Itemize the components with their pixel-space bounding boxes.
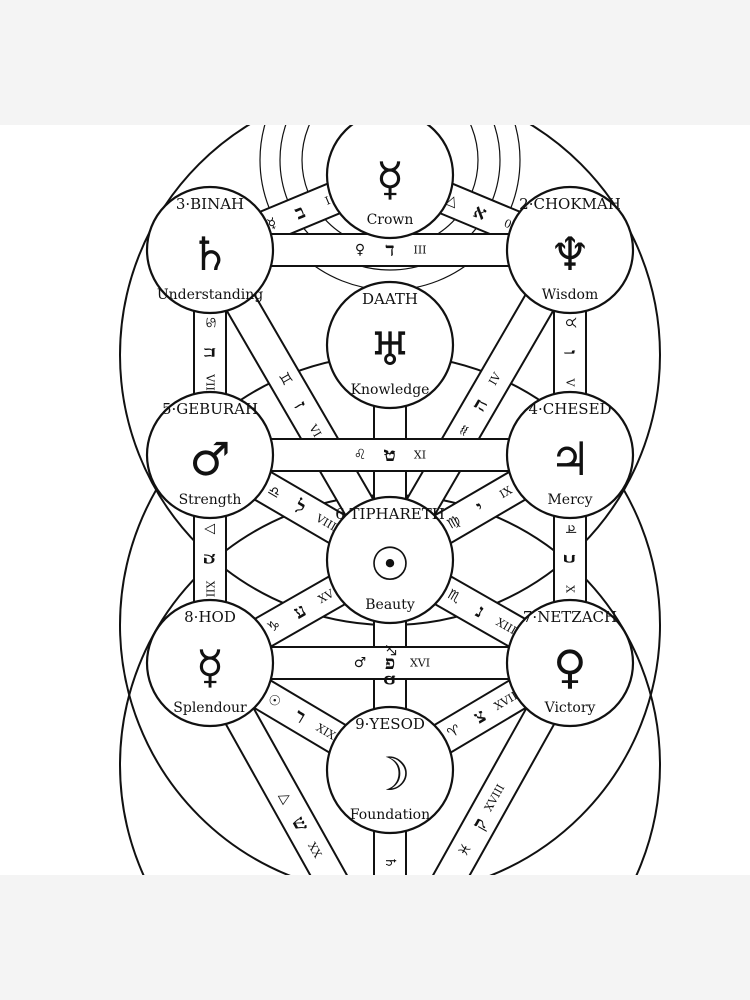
hebrew-letter: ח: [199, 347, 221, 358]
planet-symbol: ♅: [369, 322, 410, 376]
astro-symbol: ♋: [202, 316, 218, 329]
hebrew-letter: ט: [384, 444, 395, 466]
planet-symbol: ☉: [369, 537, 410, 591]
sephirah-title: 7·NETZACH: [523, 608, 617, 626]
hebrew-letter: ו: [559, 350, 581, 355]
sephirah-circle: [505, 185, 635, 315]
astro-symbol: ▽: [202, 524, 218, 535]
sephirah-kether: ☿ Crown: [325, 125, 455, 240]
hebrew-letter: פ: [385, 652, 395, 674]
trump-numeral: VII: [204, 373, 217, 391]
sephirah-title: 8·HOD: [184, 608, 236, 626]
astro-symbol: ♀: [355, 242, 365, 258]
sephirah-hod: 8·HOD ☿ Splendour: [145, 598, 275, 728]
sephirah-circle: [325, 495, 455, 625]
astro-symbol: ♂: [354, 655, 367, 671]
trump-numeral: 0: [502, 217, 513, 232]
sephirah-subtitle: Knowledge: [351, 382, 430, 398]
path-label-p-chesed-netzach: ♃ כ X: [559, 523, 581, 593]
sephirah-title: 6·TIPHARETH: [335, 505, 445, 523]
path-label-p-hod-netzach: ♂ פ XVI: [354, 652, 430, 674]
sephirah-circle: [505, 390, 635, 520]
sephirah-title: 4·CHESED: [528, 400, 611, 418]
sephirah-circle: [145, 185, 275, 315]
path-label-p-binah-geburah: ♋ ח VII: [199, 316, 221, 391]
sephirah-circle: [325, 280, 455, 410]
trump-numeral: IX: [497, 484, 514, 501]
sephirah-title: 9·YESOD: [355, 715, 425, 733]
path-label-p-yesod-malkuth: ♄ת: [382, 856, 398, 869]
sephirah-chesed: 4·CHESED ♃ Mercy: [505, 390, 635, 520]
path-label-p-binah-chokmah: ♀ ד III: [355, 239, 427, 261]
planet-symbol: ♆: [549, 227, 590, 281]
sephirah-netzach: 7·NETZACH ♀ Victory: [505, 598, 635, 728]
sephirah-circle: [325, 125, 455, 240]
hebrew-letter: כ: [559, 554, 581, 563]
sephirah-daath: DAATH ♅ Knowledge: [325, 280, 455, 410]
sephirah-title: 3·BINAH: [176, 195, 244, 213]
sephirah-yesod: 9·YESOD ☽ Foundation: [325, 705, 455, 835]
astro-symbol: ♌: [354, 447, 367, 463]
astro-symbol: ♄: [382, 856, 398, 869]
path-label-p-tiphareth-yesod: ♐ס: [379, 644, 401, 686]
tree-of-life-artwork: ☿ Crown 2·CHOKMAH ♆ Wisdom 3·BINAH ♄ Understand…: [0, 125, 750, 875]
planet-symbol: ☽: [369, 747, 410, 801]
sephirah-circle: [145, 598, 275, 728]
sephirah-subtitle: Foundation: [350, 807, 430, 823]
trump-numeral: XVI: [410, 657, 430, 670]
path-label-p-geburah-hod: ▽ מ XII: [199, 524, 221, 598]
path-label-p-chokmah-chesed: ♉ ו V: [559, 316, 581, 387]
sephirah-subtitle: Victory: [544, 700, 596, 716]
sephirah-binah: 3·BINAH ♄ Understanding: [145, 185, 275, 315]
sephirah-subtitle: Beauty: [365, 597, 415, 613]
planet-symbol: ♀: [553, 640, 587, 694]
sephirah-subtitle: Strength: [179, 492, 242, 508]
hebrew-letter: ס: [379, 675, 401, 686]
sephirah-tiphareth: 6·TIPHARETH ☉ Beauty: [325, 495, 455, 625]
path-label-p-daath: ג: [379, 449, 401, 455]
sephirah-title: 5·GEBURAH: [162, 400, 258, 418]
top-margin: [0, 0, 750, 125]
trump-numeral: X: [564, 585, 577, 593]
trump-numeral: XI: [414, 449, 426, 462]
sephirah-subtitle: Mercy: [547, 492, 592, 508]
sephirah-chokmah: 2·CHOKMAH ♆ Wisdom: [505, 185, 635, 315]
sephiroth-layer: ☿ Crown 2·CHOKMAH ♆ Wisdom 3·BINAH ♄ Understand…: [145, 125, 635, 835]
trump-numeral: I: [323, 194, 332, 208]
hebrew-letter: ד: [385, 239, 394, 261]
tree-of-life-diagram: ☿ Crown 2·CHOKMAH ♆ Wisdom 3·BINAH ♄ Understand…: [119, 125, 661, 875]
trump-numeral: XII: [204, 581, 217, 598]
planet-symbol: ☿: [376, 152, 404, 206]
sephirah-subtitle: Crown: [367, 212, 414, 228]
sephirah-geburah: 5·GEBURAH ♂ Strength: [145, 390, 275, 520]
bottom-margin: [0, 875, 750, 1000]
trump-numeral: III: [413, 244, 426, 257]
sephirah-circle: [145, 390, 275, 520]
hebrew-letter: ג: [379, 449, 401, 455]
trump-numeral: V: [564, 378, 577, 388]
planet-symbol: ♂: [189, 432, 230, 486]
sephirah-subtitle: Understanding: [157, 287, 263, 303]
astro-symbol: ♉: [562, 316, 578, 329]
planet-symbol: ☿: [196, 640, 224, 694]
hebrew-letter: מ: [199, 553, 221, 564]
planet-symbol: ♄: [189, 227, 230, 281]
sephirah-title: 2·CHOKMAH: [519, 195, 621, 213]
astro-symbol: ♐: [382, 644, 398, 657]
planet-symbol: ♃: [549, 432, 590, 486]
sephirah-subtitle: Wisdom: [542, 287, 598, 303]
astro-symbol: ♃: [562, 523, 578, 536]
sephirah-circle: [505, 598, 635, 728]
trump-numeral: VI: [306, 421, 324, 439]
path-label-p-geburah-chesed: ♌ ט XI: [354, 444, 426, 466]
sephirah-subtitle: Splendour: [173, 700, 247, 716]
sephirah-circle: [325, 705, 455, 835]
sephirah-title: DAATH: [362, 290, 418, 308]
crown-halo-2: [279, 125, 501, 271]
